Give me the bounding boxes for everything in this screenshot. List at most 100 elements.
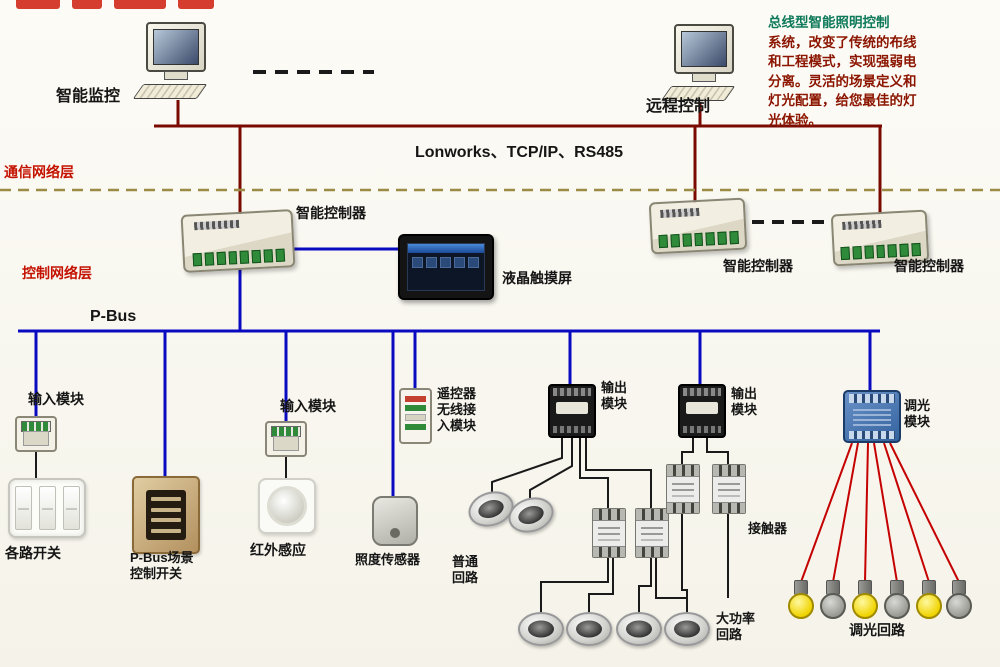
label-pbus: P-Bus xyxy=(90,308,137,325)
module-terminals xyxy=(553,426,591,433)
label-line: 遥控器 xyxy=(437,386,477,401)
illuminance-sensor xyxy=(372,496,418,546)
controller-vent xyxy=(660,207,700,218)
label-line: 入模块 xyxy=(437,418,477,433)
remote-computer xyxy=(658,24,746,106)
output-module-2 xyxy=(678,384,726,438)
monitor-stand xyxy=(692,73,716,82)
dimmer-bulb-yellow xyxy=(788,580,814,622)
label-controller-2: 智能控制器 xyxy=(723,258,793,274)
touchscreen-icons xyxy=(408,253,484,272)
label-controller-1: 智能控制器 xyxy=(296,205,366,221)
computer-screen xyxy=(153,29,199,65)
smart-controller-2 xyxy=(648,197,748,255)
label-wireless-module: 遥控器 无线接 入模块 xyxy=(437,386,476,434)
label-protocols: Lonworks、TCP/IP、RS485 xyxy=(415,144,624,161)
touchscreen-display xyxy=(407,243,485,291)
module-stripe xyxy=(405,424,426,430)
description-line: 和工程模式，实现强弱电 xyxy=(768,54,917,69)
label-line: 模块 xyxy=(904,414,931,429)
label-dimming-circuit: 调光回路 xyxy=(849,622,905,638)
downlight xyxy=(664,612,710,646)
module-terminals xyxy=(553,388,591,396)
smart-controller-1 xyxy=(180,209,296,273)
controller-terminals xyxy=(658,230,739,249)
label-line: 调光 xyxy=(904,398,931,413)
description-line: 光体验。 xyxy=(768,112,822,128)
label-line: 输出 xyxy=(601,380,628,395)
label-input-module-2: 输入模块 xyxy=(280,398,336,414)
label-line: 模块 xyxy=(601,396,628,411)
module-face xyxy=(273,436,299,451)
controller-terminals xyxy=(192,248,286,267)
infrared-lens xyxy=(267,486,307,526)
scene-switch-buttons xyxy=(146,490,186,540)
label-line: 模块 xyxy=(731,402,758,417)
watermark-fragment xyxy=(114,0,166,9)
input-module-1 xyxy=(15,416,57,452)
label-controller-3: 智能控制器 xyxy=(894,258,964,274)
label-line: 输出 xyxy=(731,386,758,401)
module-stripe xyxy=(405,396,426,402)
monitoring-computer xyxy=(130,22,218,104)
label-control-layer: 控制网络层 xyxy=(22,265,92,281)
watermark-fragment xyxy=(178,0,214,9)
wall-switch-panel xyxy=(8,478,86,538)
wireless-access-module xyxy=(399,388,432,444)
system-description: 总线型智能照明控制 系统，改变了传统的布线 和工程模式，实现强弱电 分离。灵活的… xyxy=(768,13,998,130)
contactor xyxy=(592,508,626,558)
label-output-module-1: 输出 模块 xyxy=(601,380,627,412)
label-dimming-module: 调光 模块 xyxy=(904,398,930,430)
controller-vent xyxy=(193,219,240,231)
module-terminals xyxy=(683,426,721,433)
downlight xyxy=(616,612,662,646)
label-line: 回路 xyxy=(716,627,743,642)
label-contactor: 接触器 xyxy=(748,521,788,536)
label-smart-monitoring: 智能监控 xyxy=(56,88,121,105)
label-input-module-1: 输入模块 xyxy=(28,391,84,407)
module-face xyxy=(23,431,49,446)
monitor-stand xyxy=(164,71,188,80)
module-label-plate xyxy=(556,402,588,414)
module-terminals xyxy=(849,394,895,403)
dimmer-bulb-yellow xyxy=(852,580,878,622)
touchscreen-statusbar xyxy=(408,244,484,253)
description-line: 灯光配置，给您最佳的灯 xyxy=(768,93,917,108)
module-terminals xyxy=(849,431,895,439)
label-remote-control: 远程控制 xyxy=(646,98,711,115)
label-line: 普通 xyxy=(452,554,479,569)
dimmer-bulb-gray xyxy=(946,580,972,622)
label-normal-circuit: 普通 回路 xyxy=(452,554,478,586)
controller-vent xyxy=(842,219,882,230)
contactor xyxy=(712,464,746,514)
label-line: 大功率 xyxy=(716,611,756,626)
module-label-plate xyxy=(686,402,718,414)
watermark-fragment xyxy=(16,0,60,9)
label-lux-sensor: 照度传感器 xyxy=(355,552,421,567)
module-terminals xyxy=(683,388,721,396)
dimmer-bulb-gray xyxy=(884,580,910,622)
module-vents xyxy=(853,409,891,426)
rocker-switch xyxy=(38,486,56,530)
input-module-2 xyxy=(265,421,307,457)
watermark-fragment xyxy=(72,0,102,9)
label-output-module-2: 输出 模块 xyxy=(731,386,757,418)
lcd-touchscreen xyxy=(398,234,494,300)
rocker-switch xyxy=(62,486,80,530)
label-wall-switches: 各路开关 xyxy=(5,545,61,561)
downlight xyxy=(566,612,612,646)
description-line: 分离。灵活的场景定义和 xyxy=(768,73,917,89)
label-scene-switch: P-Bus场景 控制开关 xyxy=(130,550,194,582)
label-high-power-circuit: 大功率 回路 xyxy=(716,611,755,643)
module-stripe xyxy=(405,405,426,411)
dimmer-bulb-gray xyxy=(820,580,846,622)
label-line: 控制开关 xyxy=(130,566,183,581)
dimming-module xyxy=(843,390,901,443)
computer-monitor xyxy=(146,22,206,72)
label-infrared: 红外感应 xyxy=(250,542,306,558)
label-touchscreen: 液晶触摸屏 xyxy=(502,270,572,286)
description-line: 总线型智能照明控制 xyxy=(768,15,890,30)
description-line: 系统，改变了传统的布线 xyxy=(768,34,917,50)
dimmer-bulb-yellow xyxy=(916,580,942,622)
